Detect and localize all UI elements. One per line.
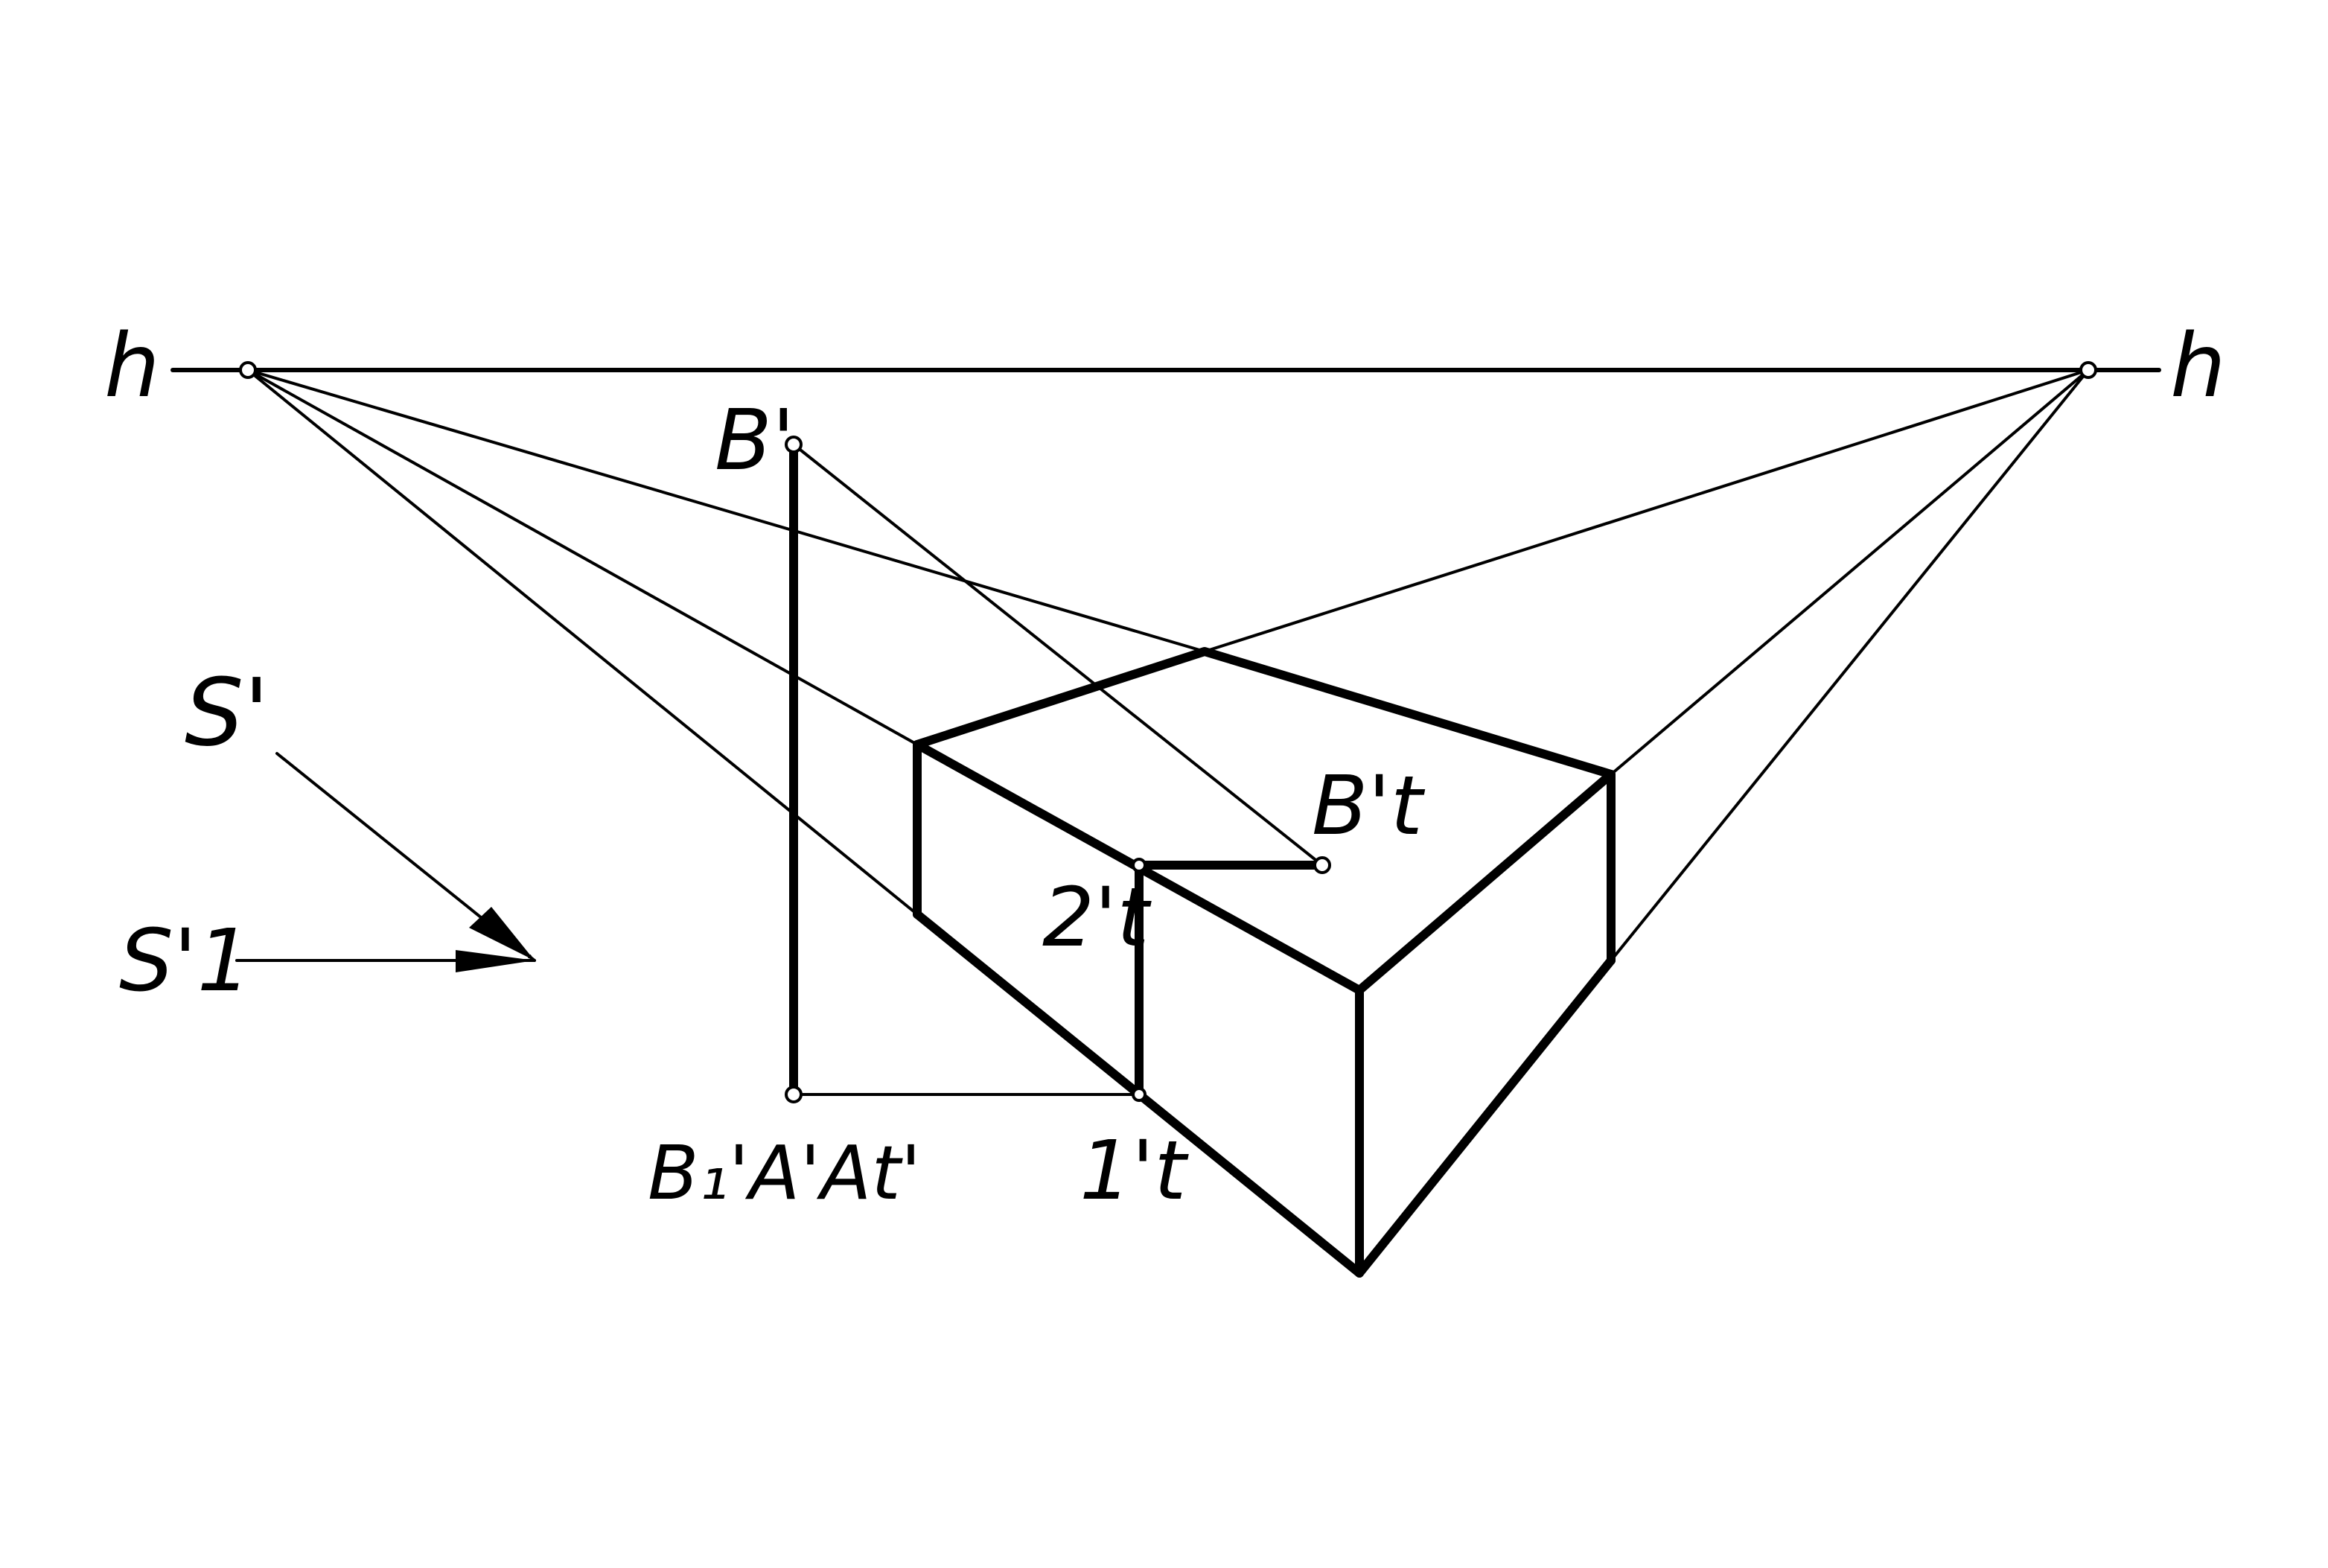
ray-right-to-bottom-right <box>1610 369 2090 962</box>
point-2t-prime-label: 2't <box>1042 870 1152 965</box>
point-b1-a-marker <box>785 1086 803 1103</box>
point-b-prime-marker <box>785 436 803 453</box>
horizon-right-label: h <box>2170 314 2226 417</box>
point-1t-marker <box>1132 1087 1147 1102</box>
light-direction-arrowhead-s <box>469 907 535 960</box>
shadow-ray-b <box>792 443 1324 867</box>
point-bt-prime-marker <box>1313 856 1331 874</box>
point-bt-prime-label: B't <box>1312 758 1426 853</box>
block-bottom-outline <box>913 910 1616 1278</box>
ray-left-to-bottom-left <box>246 369 919 916</box>
point-2t-marker <box>1132 858 1147 873</box>
horizon-left-label: h <box>104 314 160 417</box>
right-vanishing-rays <box>1203 369 2090 962</box>
block-prism <box>913 647 1616 1278</box>
point-b-prime-label: B' <box>715 392 795 489</box>
left-vanishing-rays <box>246 369 1206 916</box>
block-top-outline <box>913 647 1616 995</box>
light-s-prime-label: S' <box>185 659 270 767</box>
vanishing-point-right <box>2079 361 2097 379</box>
light-s1-prime-label: S'1 <box>119 911 252 1011</box>
light-direction-arrowhead-s1 <box>456 950 535 972</box>
ray-right-to-top-back <box>1203 369 2090 653</box>
ray-right-to-top-right <box>1610 369 2090 776</box>
ray-left-to-top-left <box>246 369 919 746</box>
vanishing-point-left <box>239 361 257 379</box>
point-b1-a-at-label: B₁'A'At' <box>648 1129 921 1217</box>
ray-left-to-top-back <box>246 369 1206 653</box>
point-1t-prime-label: 1't <box>1080 1123 1189 1218</box>
